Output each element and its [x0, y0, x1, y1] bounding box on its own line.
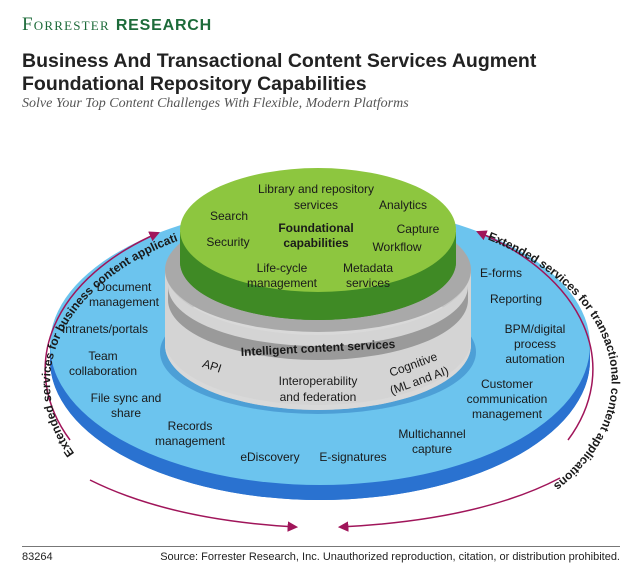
document-mgmt-label: Document [97, 280, 152, 294]
records-label-line2: management [155, 434, 226, 448]
metadata-label-line2: services [346, 276, 390, 290]
filesync-label-line2: share [111, 406, 141, 420]
reporting-label: Reporting [490, 292, 542, 306]
page-subtitle: Solve Your Top Content Challenges With F… [22, 96, 409, 111]
metadata-label: Metadata [343, 261, 393, 275]
team-collab-label-line2: collaboration [69, 364, 137, 378]
customer-label-line2: communication [467, 392, 548, 406]
multichannel-label-line2: capture [412, 442, 452, 456]
brand-name-forrester: Forrester [22, 14, 110, 35]
foundation-top [180, 168, 456, 292]
business-bottom-arrow [89, 479, 299, 532]
transactional-arc-arrow [476, 230, 594, 441]
records-label: Records [168, 419, 213, 433]
filesync-label: File sync and [91, 391, 162, 405]
esignatures-label: E-signatures [319, 450, 386, 464]
page-title: Business And Transactional Content Servi… [22, 50, 537, 95]
interop-label: Interoperability [279, 374, 358, 388]
capture-label: Capture [397, 222, 440, 236]
business-arc-arrow [44, 231, 160, 441]
intelligent-ring-face [165, 270, 471, 405]
multichannel-label: Multichannel [398, 427, 465, 441]
workflow-label: Workflow [372, 240, 421, 254]
foundational-center-label: Foundational [278, 221, 353, 235]
bpm-label-line2: process [514, 337, 556, 351]
document-mgmt-label-line2: management [89, 295, 160, 309]
analytics-label: Analytics [379, 198, 427, 212]
security-label: Security [206, 235, 249, 249]
customer-label: Customer [481, 377, 533, 391]
bpm-label-line3: automation [505, 352, 564, 366]
brand-logo: Forrester RESEARCH [22, 14, 212, 36]
lifecycle-label: Life-cycle [257, 261, 308, 275]
bpm-label: BPM/digital [505, 322, 566, 336]
brand-name-research: RESEARCH [115, 17, 213, 34]
footer-divider [22, 546, 620, 547]
interop-label-line2: and federation [280, 390, 357, 404]
footer-figure-id: 83264 [22, 551, 53, 563]
intelligent-band [168, 286, 468, 360]
foundational-center-label-line2: capabilities [283, 236, 349, 250]
team-collab-label: Team [88, 349, 117, 363]
api-label: API [201, 356, 224, 375]
library-label-line2: services [294, 198, 338, 212]
ediscovery-label: eDiscovery [240, 450, 299, 464]
intranets-label: Intranets/portals [62, 322, 148, 336]
eforms-label: E-forms [480, 266, 522, 280]
library-label: Library and repository [258, 182, 374, 196]
transactional-bottom-arrow [337, 477, 561, 532]
footer-source: Source: Forrester Research, Inc. Unautho… [160, 551, 620, 563]
search-label: Search [210, 209, 248, 223]
lifecycle-label-line2: management [247, 276, 318, 290]
customer-label-line3: management [472, 407, 543, 421]
